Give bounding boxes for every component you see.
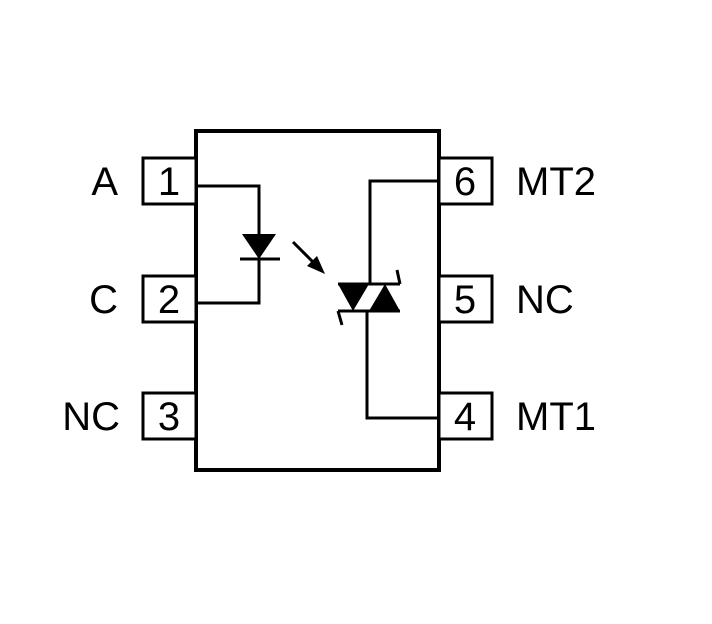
pin-1-box bbox=[141, 156, 198, 206]
triac-top-tick bbox=[395, 269, 402, 285]
light-arrow-icon bbox=[291, 240, 325, 274]
pin-2-number: 2 bbox=[158, 278, 180, 322]
pin-5-name: NC bbox=[516, 278, 574, 322]
pin-1: 1 A bbox=[91, 156, 198, 206]
pin-4-box bbox=[437, 391, 494, 441]
triac-wire-mt1 bbox=[365, 311, 439, 420]
pin-2-name: C bbox=[89, 278, 118, 322]
pin-4-number: 4 bbox=[454, 395, 476, 439]
pin-2-box bbox=[141, 274, 198, 324]
triac-triangle-right bbox=[369, 284, 400, 311]
triac-icon bbox=[336, 179, 439, 420]
pin-5: 5 NC bbox=[437, 274, 574, 324]
led-wire-anode bbox=[196, 184, 261, 234]
triac-bottom-tick bbox=[336, 310, 344, 326]
pin-4-name: MT1 bbox=[516, 395, 596, 439]
pin-1-name: A bbox=[91, 160, 118, 204]
triac-wire-mt2 bbox=[368, 179, 439, 284]
led-triangle bbox=[242, 234, 276, 259]
pin-6: 6 MT2 bbox=[437, 156, 596, 206]
pin-2: 2 C bbox=[89, 274, 198, 324]
pin-5-number: 5 bbox=[454, 278, 476, 322]
pin-6-name: MT2 bbox=[516, 160, 596, 204]
pin-3-name: NC bbox=[62, 395, 120, 439]
triac-triangle-left bbox=[338, 284, 369, 311]
pin-3-box bbox=[141, 391, 198, 441]
pin-5-box bbox=[437, 274, 494, 324]
pin-3-number: 3 bbox=[158, 395, 180, 439]
pin-3: 3 NC bbox=[62, 391, 198, 441]
led-wire-cathode bbox=[196, 259, 261, 305]
pin-1-number: 1 bbox=[158, 160, 180, 204]
led-icon bbox=[196, 184, 280, 305]
pin-6-number: 6 bbox=[454, 160, 476, 204]
pin-4: 4 MT1 bbox=[437, 391, 596, 441]
